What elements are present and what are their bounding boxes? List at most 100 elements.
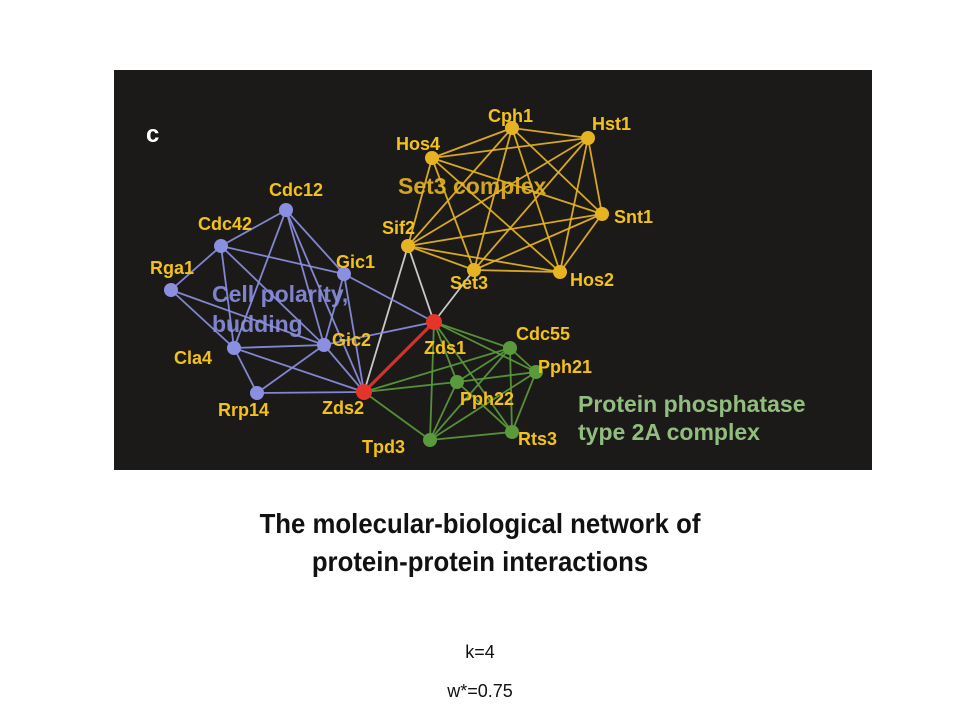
node-label-hst1: Hst1: [592, 114, 631, 134]
node-cph1: [505, 121, 519, 135]
node-label-rrp14: Rrp14: [218, 400, 269, 420]
node-tpd3: [423, 433, 437, 447]
edge-sif2-zds2: [363, 245, 409, 393]
node-rts3: [505, 425, 519, 439]
edge-zds1-pph21: [433, 321, 537, 373]
node-hos2: [553, 265, 567, 279]
node-hos4: [425, 151, 439, 165]
edge-cph1-hos2: [511, 127, 561, 273]
node-cdc12: [279, 203, 293, 217]
edge-cdc42-gic2: [220, 245, 325, 346]
edge-cph1-set3: [473, 127, 513, 271]
node-label-cdc42: Cdc42: [198, 214, 252, 234]
edge-cph1-sif2: [407, 127, 513, 247]
edge-cdc12-gic1: [285, 209, 345, 275]
edge-zds1-cdc55: [433, 321, 511, 349]
node-zds1: [426, 314, 442, 330]
edge-zds1-tpd3: [429, 321, 435, 441]
network-graph: c Set3 complex Cell polarity, budding Pr…: [146, 106, 805, 457]
node-pph21: [529, 365, 543, 379]
node-label-cdc55: Cdc55: [516, 324, 570, 344]
edge-gic1-zds1: [343, 273, 435, 323]
edge-gic2-cla4: [233, 344, 325, 349]
edge-sif2-hos2: [407, 245, 561, 273]
edge-pph22-rts3: [456, 381, 513, 433]
node-pph22: [450, 375, 464, 389]
edge-gic2-zds1: [323, 321, 435, 346]
edge-sif2-zds1: [407, 245, 435, 323]
edge-pph21-rts3: [511, 371, 537, 433]
edge-cph1-hst1: [511, 127, 589, 139]
edge-hos2-set3: [473, 269, 561, 273]
caption-line-2: protein-protein interactions: [311, 546, 649, 577]
node-label-set3: Set3: [450, 273, 488, 293]
node-gic1: [337, 267, 351, 281]
edge-cdc55-pph22: [456, 347, 511, 383]
node-cdc42: [214, 239, 228, 253]
edge-cdc42-gic1: [220, 245, 345, 275]
edge-zds2-zds1: [362, 320, 436, 394]
node-hst1: [581, 131, 595, 145]
node-label-gic2: Gic2: [332, 330, 371, 350]
node-label-sif2: Sif2: [382, 218, 415, 238]
edge-cdc42-cla4: [220, 245, 235, 349]
edge-hos4-hst1: [431, 137, 589, 159]
node-sif2: [401, 239, 415, 253]
edge-hos4-set3: [431, 157, 475, 271]
group-label-polarity-line1: Cell polarity,: [212, 281, 348, 307]
edge-zds2-pph22: [363, 381, 458, 393]
group-label-set3: Set3 complex: [398, 173, 546, 199]
node-rrp14: [250, 386, 264, 400]
edge-hst1-hos2: [559, 137, 589, 273]
edge-gic1-zds2: [343, 273, 365, 393]
edge-zds1-rts3: [433, 321, 513, 433]
edge-tpd3-rts3: [429, 431, 513, 441]
edge-hos4-cph1: [431, 127, 513, 159]
edge-gic2-rrp14: [256, 344, 325, 394]
edge-pph21-pph22: [456, 371, 537, 383]
edge-hst1-set3: [473, 137, 589, 271]
node-label-rts3: Rts3: [518, 429, 557, 449]
edge-cph1-snt1: [511, 127, 603, 215]
node-label-zds1: Zds1: [424, 338, 466, 358]
parameter-w: w*=0.75: [447, 681, 513, 701]
node-label-hos2: Hos2: [570, 270, 614, 290]
edge-zds2-cdc55: [363, 347, 511, 393]
edge-snt1-hos2: [559, 213, 603, 273]
edge-cdc12-cdc42: [220, 209, 287, 247]
node-rga1: [164, 283, 178, 297]
edge-cla4-rrp14: [233, 347, 258, 394]
node-cdc55: [503, 341, 517, 355]
edge-hst1-snt1: [587, 137, 603, 215]
edge-set3-zds1: [433, 269, 475, 323]
node-snt1: [595, 207, 609, 221]
node-label-tpd3: Tpd3: [362, 437, 405, 457]
edge-zds1-pph22: [433, 321, 458, 383]
edge-hos4-sif2: [407, 157, 433, 247]
node-label-snt1: Snt1: [614, 207, 653, 227]
node-label-cdc12: Cdc12: [269, 180, 323, 200]
node-gic2: [317, 338, 331, 352]
edge-gic2-zds2: [323, 344, 365, 393]
edge-rrp14-zds2: [256, 391, 365, 394]
edge-rga1-cla4: [170, 289, 235, 349]
edge-cdc12-zds2: [285, 209, 365, 393]
group-label-pp2a-line1: Protein phosphatase: [578, 391, 805, 417]
edge-zds2-tpd3: [363, 391, 431, 441]
panel-letter: c: [146, 121, 159, 148]
node-label-cla4: Cla4: [174, 348, 212, 368]
node-cla4: [227, 341, 241, 355]
edge-pph22-tpd3: [429, 381, 458, 441]
edge-sif2-set3: [407, 245, 475, 271]
node-zds2: [356, 384, 372, 400]
edge-cdc42-rga1: [170, 245, 222, 291]
node-label-cph1: Cph1: [488, 106, 533, 126]
edge-cdc55-rts3: [509, 347, 513, 433]
node-label-pph21: Pph21: [538, 357, 592, 377]
caption: The molecular-biological network of prot…: [38, 505, 921, 581]
edge-gic1-gic2: [323, 273, 345, 346]
node-label-rga1: Rga1: [150, 258, 194, 278]
parameter-k: k=4: [465, 642, 495, 662]
node-label-pph22: Pph22: [460, 389, 514, 409]
edge-rga1-gic2: [170, 289, 325, 346]
